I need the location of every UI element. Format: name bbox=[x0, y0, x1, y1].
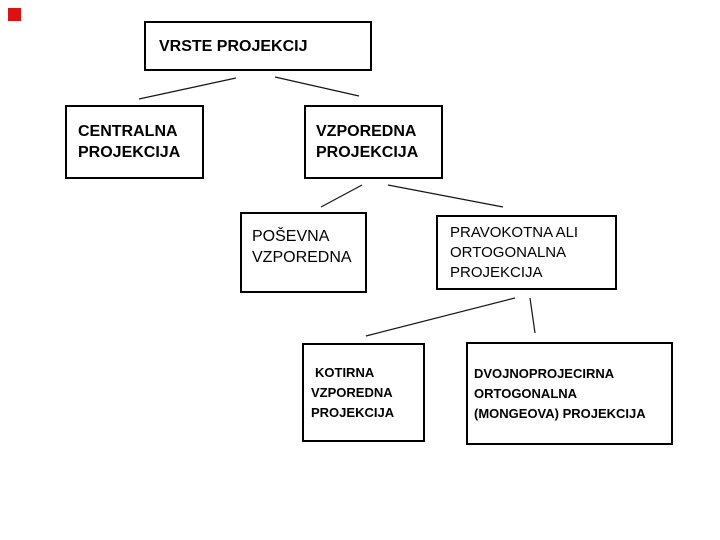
connector-vzporedna-pravokotna bbox=[387, 184, 504, 208]
connector-pravokotna-dvojno bbox=[529, 297, 536, 334]
node-text-line: VZPOREDNA bbox=[252, 249, 352, 266]
node-text-line: CENTRALNA bbox=[78, 123, 178, 140]
node-dvojnoprojecirna-mongeova: DVOJNOPROJECIRNA ORTOGONALNA (MONGEOVA) … bbox=[466, 342, 673, 445]
node-text-line: (MONGEOVA) PROJEKCIJA bbox=[474, 405, 646, 421]
node-vzporedna-projekcija: VZPOREDNA PROJEKCIJA bbox=[304, 105, 443, 179]
connector-vrste-vzporedna bbox=[274, 76, 360, 97]
node-kotirna-vzporedna: KOTIRNA VZPOREDNA PROJEKCIJA bbox=[302, 343, 425, 442]
node-text-line: PROJEKCIJA bbox=[450, 263, 543, 281]
node-text-line: PROJEKCIJA bbox=[316, 144, 419, 161]
node-text-line: VRSTE PROJEKCIJ bbox=[159, 37, 308, 55]
node-text-line: VZPOREDNA bbox=[311, 384, 393, 400]
node-text-line: PROJEKCIJA bbox=[311, 404, 395, 420]
node-vrste-projekcij: VRSTE PROJEKCIJ bbox=[144, 21, 372, 71]
node-text-line: PRAVOKOTNA ALI bbox=[450, 223, 579, 241]
red-square-marker bbox=[8, 8, 21, 21]
node-posevna-vzporedna: POŠEVNA VZPOREDNA bbox=[240, 212, 367, 293]
node-pravokotna-ortogonalna: PRAVOKOTNA ALI ORTOGONALNA PROJEKCIJA bbox=[436, 215, 617, 290]
connector-pravokotna-kotirna bbox=[365, 297, 516, 337]
node-text-line: PROJEKCIJA bbox=[78, 144, 181, 161]
connector-vrste-centralna bbox=[138, 77, 237, 100]
node-text-line: KOTIRNA bbox=[315, 364, 375, 380]
connector-vzporedna-posevna bbox=[320, 184, 363, 208]
node-text-line: ORTOGONALNA bbox=[450, 243, 567, 261]
node-text-line: VZPOREDNA bbox=[316, 123, 417, 140]
node-text-line: ORTOGONALNA bbox=[474, 385, 578, 401]
node-text-line: POŠEVNA bbox=[252, 228, 330, 245]
node-centralna-projekcija: CENTRALNA PROJEKCIJA bbox=[65, 105, 204, 179]
node-text-line: DVOJNOPROJECIRNA bbox=[474, 365, 615, 381]
